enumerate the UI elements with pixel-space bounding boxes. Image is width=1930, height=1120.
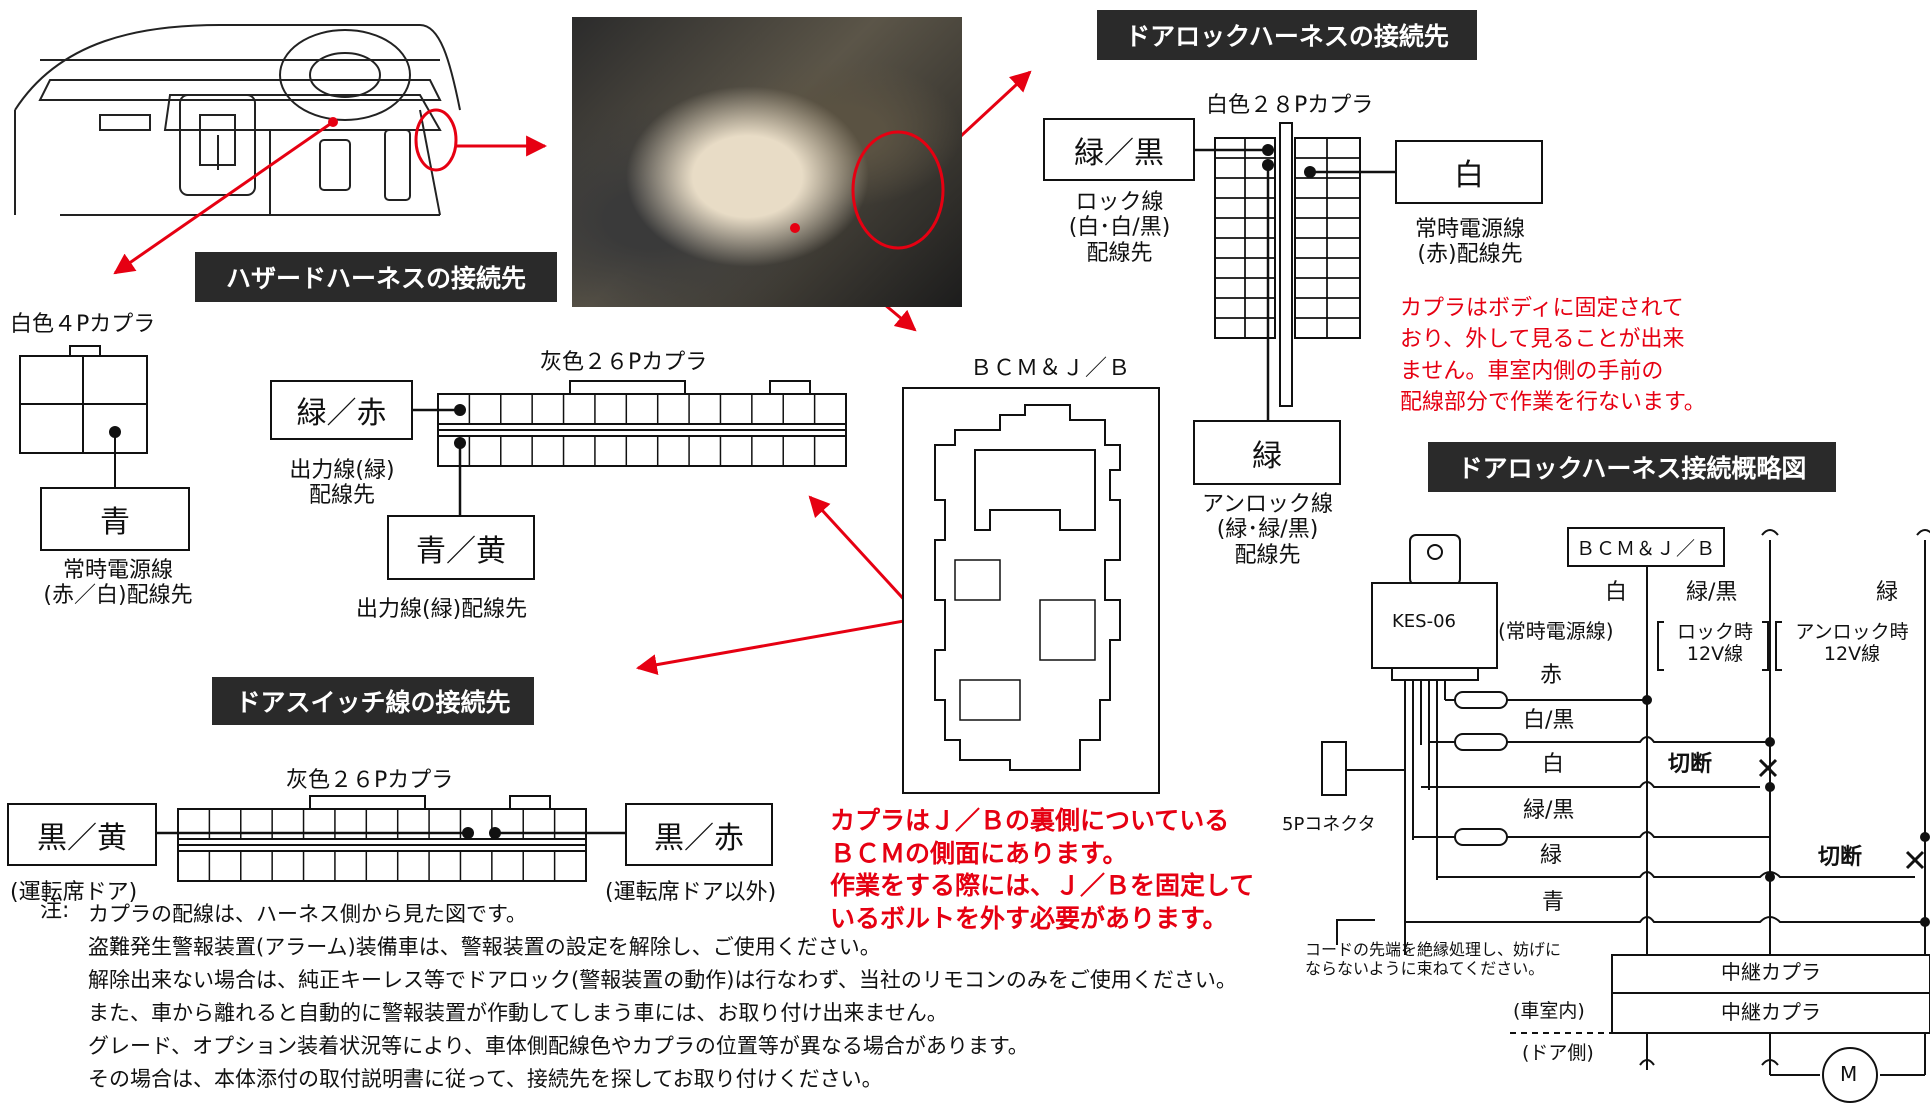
schematic-col-greenblack-desc-line1: ロック時: [1676, 621, 1753, 643]
notes-line-5: グレード、オプション装着状況等により、車体側配線色やカプラの位置等が異なる場合が…: [88, 1033, 1029, 1058]
schematic-cut2: 切断: [1818, 845, 1863, 870]
doorswitch-right-desc: (運転席ドア以外): [605, 880, 777, 905]
doorlock-note: カプラはボディに固定されて おり、外して見ることが出来 ません。車室内側の手前の…: [1400, 293, 1706, 419]
bcm-note-line2: ＢＣＭの側面にあります。: [830, 838, 1128, 868]
schematic-relay2: 中継カプラ: [1721, 1000, 1821, 1024]
bcm-shape: [934, 404, 1121, 771]
schematic-col-greenblack-desc: ロック時 12V線: [1665, 621, 1765, 666]
hazard-desc-line1: 常時電源線: [62, 558, 173, 583]
cut-marks: [1758, 758, 1925, 870]
hazard-title: ハザードハーネスの接続先: [195, 252, 557, 302]
schematic-cord-note-line1: コードの先端を絶縁処理し、妨げに: [1305, 940, 1562, 959]
hazard-4p-connector: [19, 345, 148, 487]
doorlock-power-desc-line2: (赤)配線先: [1417, 242, 1523, 268]
schematic-wire-white: 白: [1542, 752, 1565, 777]
doorlock-power-desc: 常時電源線 (赤)配線先: [1380, 217, 1560, 268]
schematic-wire-red: 赤: [1540, 663, 1563, 688]
schematic-door-side-label: (ドア側): [1522, 1042, 1594, 1064]
doorlock-power-box: 白: [1395, 140, 1543, 204]
doorlock-note-line1: カプラはボディに固定されて: [1400, 296, 1684, 321]
schematic-col-green-desc: アンロック時 12V線: [1782, 621, 1922, 666]
schematic-col-greenblack-desc-line2: 12V線: [1686, 642, 1744, 665]
schematic-col-white-desc: (常時電源線): [1498, 619, 1614, 643]
doorswitch-26p-pins: [208, 809, 556, 881]
schematic-wire-greenblack: 緑/黒: [1523, 798, 1575, 823]
output-26p-pins: [468, 394, 816, 466]
output-26p-connector: [437, 380, 847, 467]
schematic-col-green-desc-line1: アンロック時: [1795, 621, 1909, 643]
schematic-5p-connector: 5Pコネクタ: [1282, 814, 1376, 835]
bcm-note-line4: いるボルトを外す必要があります。: [830, 903, 1228, 933]
doorlock-title: ドアロックハーネスの接続先: [1097, 10, 1477, 60]
output-wire1-desc-line1: 出力線(緑): [289, 458, 395, 483]
schematic-bcm-box: ＢＣＭ＆Ｊ／Ｂ: [1567, 527, 1725, 567]
dashboard-drawing: [14, 24, 461, 216]
doorlock-note-line2: おり、外して見ることが出来: [1400, 327, 1685, 353]
schematic-cut1: 切断: [1668, 752, 1713, 777]
doorswitch-left-box: 黒／黄: [7, 803, 157, 866]
motor-label: M: [1840, 1062, 1858, 1086]
doorswitch-26p-connector: [177, 795, 587, 882]
schematic-cord-note: コードの先端を絶縁処理し、妨げに ならないように束ねてください。: [1305, 940, 1561, 978]
notes-line-3: 解除出来ない場合は、純正キーレス等でドアロック(警報装置の動作)は行なわず、当社…: [88, 967, 1237, 992]
output-wire1-desc: 出力線(緑) 配線先: [262, 458, 422, 509]
doorlock-28p-pins: [1214, 137, 1361, 339]
doorlock-note-line3: ません。車室内側の手前の: [1400, 358, 1664, 384]
hazard-connector-label: 白色４Pカプラ: [10, 312, 156, 337]
notes-line-6: その場合は、本体添付の取付説明書に従って、接続先を探してお取り付けください。: [88, 1066, 883, 1091]
doorlock-lock-desc-line3: 配線先: [1086, 240, 1153, 266]
schematic-wire-whiteblack: 白/黒: [1523, 708, 1575, 733]
output-wire1-box: 緑／赤: [270, 380, 413, 440]
notes-prefix: 注:: [40, 898, 70, 923]
schematic-col-green: 緑: [1876, 580, 1899, 605]
doorlock-28p-connector: [1214, 122, 1361, 407]
schematic-inside-label: (車室内): [1513, 1000, 1585, 1022]
bcm-note: カプラはＪ／Ｂの裏側についている ＢＣＭの側面にあります。 作業をする際には、Ｊ…: [830, 805, 1254, 935]
schematic-wire-green: 緑: [1540, 843, 1563, 868]
doorlock-power-desc-line1: 常時電源線: [1414, 217, 1525, 242]
schematic-cord-note-line2: ならないように束ねてください。: [1305, 959, 1545, 979]
hazard-desc-line2: (赤／白)配線先: [43, 583, 193, 609]
bcm-photo: [572, 17, 962, 307]
notes-line-4: また、車から離れると自動的に警報装置が作動してしまう車には、お取り付け出来ません…: [88, 1000, 948, 1025]
doorlock-unlock-desc: アンロック線 (緑･緑/黒) 配線先: [1180, 492, 1355, 568]
doorlock-lock-desc-line1: ロック線: [1075, 190, 1164, 215]
schematic-title: ドアロックハーネス接続概略図: [1428, 442, 1836, 492]
bcm-label: ＢＣＭ＆Ｊ／Ｂ: [970, 356, 1132, 381]
doorlock-lock-desc: ロック線 (白･白/黒) 配線先: [1037, 190, 1202, 266]
schematic-relay1: 中継カプラ: [1721, 960, 1821, 984]
doorlock-unlock-box: 緑: [1193, 420, 1341, 485]
doorswitch-connector-label: 灰色２６Pカプラ: [286, 768, 454, 793]
schematic-wire-blue: 青: [1542, 890, 1565, 915]
schematic-col-white: 白: [1605, 580, 1628, 605]
output-wire2-desc: 出力線(緑)配線先: [356, 597, 528, 622]
schematic-module-label: KES-06: [1392, 611, 1457, 632]
output-wire2-box: 青／黄: [387, 515, 535, 580]
doorlock-lock-box: 緑／黒: [1043, 118, 1195, 181]
doorlock-unlock-desc-line1: アンロック線: [1201, 492, 1334, 517]
hazard-desc: 常時電源線 (赤／白)配線先: [18, 558, 218, 609]
doorlock-connector-label: 白色２８Pカプラ: [1206, 93, 1374, 118]
notes-line-2: 盗難発生警報装置(アラーム)装備車は、警報装置の設定を解除し、ご使用ください。: [88, 934, 881, 959]
schematic: [1321, 529, 1930, 1103]
notes-block: カプラの配線は、ハーネス側から見た図です。 盗難発生警報装置(アラーム)装備車は…: [88, 898, 1237, 1096]
doorswitch-title: ドアスイッチ線の接続先: [212, 677, 534, 725]
doorlock-unlock-desc-line2: (緑･緑/黒): [1216, 517, 1319, 543]
doorlock-note-line4: 配線部分で作業を行ないます。: [1400, 390, 1706, 416]
hazard-wire-box: 青: [40, 487, 190, 551]
schematic-col-greenblack: 緑/黒: [1686, 580, 1738, 605]
doorswitch-right-box: 黒／赤: [625, 803, 773, 866]
doorlock-unlock-desc-line3: 配線先: [1234, 542, 1301, 568]
doorlock-lock-desc-line2: (白･白/黒): [1068, 215, 1171, 241]
notes-line-1: カプラの配線は、ハーネス側から見た図です。: [88, 902, 527, 926]
output-connector-label: 灰色２６Pカプラ: [540, 350, 708, 375]
output-wire1-desc-line2: 配線先: [308, 483, 375, 509]
doorswitch-left-desc: (運転席ドア): [10, 880, 138, 905]
bcm-note-line3: 作業をする際には、Ｊ／Ｂを固定して: [830, 871, 1255, 900]
bcm-note-line1: カプラはＪ／Ｂの裏側についている: [830, 806, 1230, 835]
schematic-col-green-desc-line2: 12V線: [1823, 642, 1881, 665]
